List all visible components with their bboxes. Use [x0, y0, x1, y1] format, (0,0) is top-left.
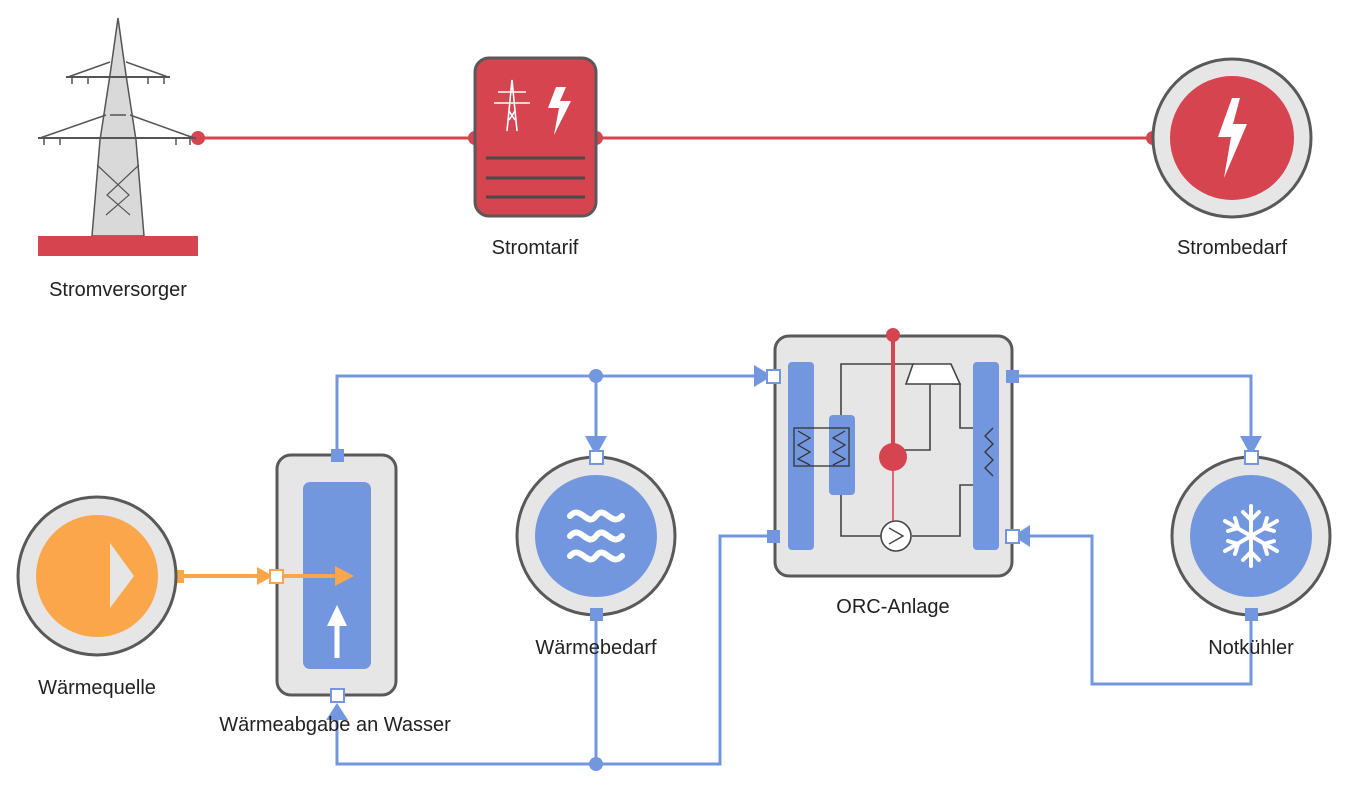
water-port[interactable] [1006, 370, 1019, 383]
power-pylon-icon [38, 17, 196, 237]
waermequelle-node[interactable]: Wärmequelle [16, 495, 178, 699]
notkuehler-label: Notkühler [1208, 637, 1294, 659]
waves-icon [567, 509, 625, 563]
lightning-icon [548, 87, 571, 135]
water-pipes [335, 374, 1253, 766]
water-port[interactable] [1244, 450, 1259, 465]
evaporator [788, 362, 814, 550]
waermebedarf-label: Wärmebedarf [535, 637, 657, 659]
stromversorger-node[interactable]: Stromversorger [38, 17, 198, 301]
generator-icon [879, 443, 907, 471]
strombedarf-label: Strombedarf [1177, 237, 1287, 259]
water-arrows [326, 365, 1262, 720]
tariff-lines [486, 156, 585, 199]
waermebedarf-node[interactable]: Wärmebedarf [515, 450, 677, 659]
orc-anlage-node[interactable]: ORC-Anlage [766, 328, 1020, 618]
water-port[interactable] [589, 450, 604, 465]
turbine-icon [904, 363, 962, 385]
water-port[interactable] [330, 688, 345, 703]
power-connector[interactable] [886, 328, 900, 342]
orc-cycle [840, 363, 977, 537]
waermeabgabe-node[interactable]: Wärmeabgabe an Wasser [219, 449, 451, 736]
snowflake-icon [1223, 504, 1279, 568]
water-port[interactable] [1005, 529, 1020, 544]
play-icon [110, 543, 134, 608]
condenser [973, 362, 999, 550]
orc-anlage-label: ORC-Anlage [836, 596, 949, 618]
pump-icon [880, 520, 912, 552]
water-port[interactable] [590, 608, 603, 621]
heat-exchanger [829, 415, 855, 495]
waermequelle-label: Wärmequelle [38, 677, 156, 699]
heat-arrow-icon [335, 566, 354, 586]
ground-bar [38, 236, 198, 256]
stromtarif-label: Stromtarif [492, 237, 579, 259]
water-port[interactable] [766, 369, 781, 384]
heat-port[interactable] [269, 569, 284, 584]
water-junctions [589, 369, 603, 771]
heat-pipe [170, 567, 273, 585]
lightning-icon [1218, 98, 1247, 178]
waermeabgabe-label: Wärmeabgabe an Wasser [219, 714, 451, 736]
stromversorger-label: Stromversorger [49, 279, 187, 301]
pylon-icon [494, 79, 530, 132]
notkuehler-node[interactable]: Notkühler [1170, 450, 1332, 659]
water-port[interactable] [1245, 608, 1258, 621]
stromtarif-node[interactable]: Stromtarif [473, 56, 598, 259]
power-line [191, 131, 1160, 145]
water-port[interactable] [331, 449, 344, 462]
power-connector[interactable] [191, 131, 205, 145]
strombedarf-node[interactable]: Strombedarf [1151, 57, 1313, 259]
heat-exchanger-coil [793, 427, 994, 477]
flow-up-arrow-icon [327, 605, 347, 626]
water-port[interactable] [767, 530, 780, 543]
